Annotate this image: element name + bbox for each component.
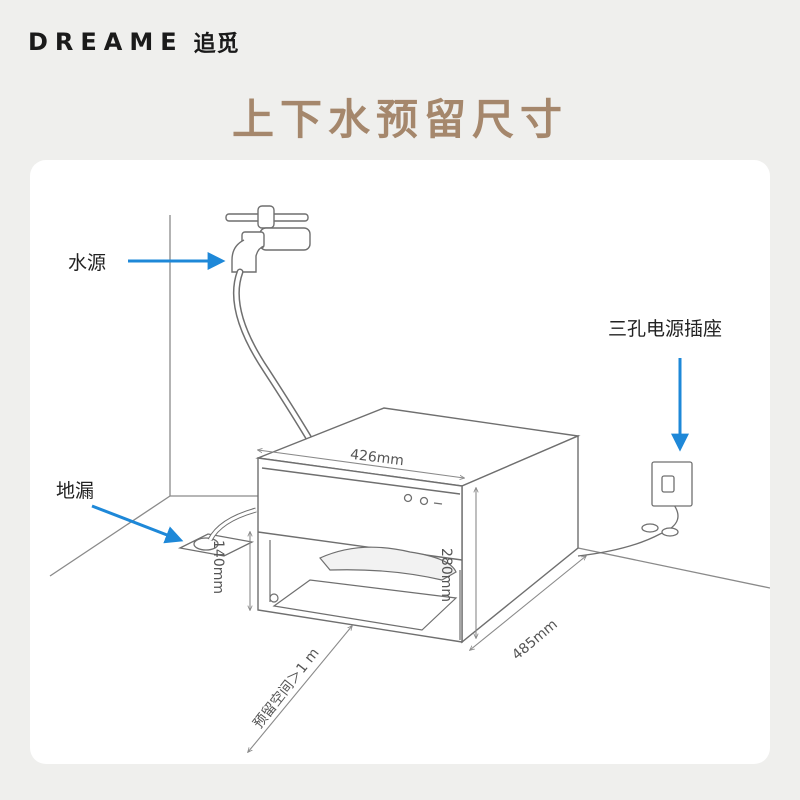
- brand-name-cn: 追觅: [193, 32, 240, 57]
- floor-drain-label: 地漏: [56, 480, 95, 502]
- brand-logo: DREAME 追觅: [28, 26, 240, 58]
- dimension-lines: [248, 450, 586, 752]
- floor-drain-arrow-icon: [91, 504, 184, 544]
- height-dimension: 280mm: [438, 548, 454, 602]
- power-cord: [577, 499, 679, 557]
- socket-label: 三孔电源插座: [608, 318, 723, 340]
- page-title: 上下水预留尺寸: [231, 95, 568, 144]
- drawer-height-dimension: 140mm: [210, 540, 226, 594]
- control-panel: [403, 493, 443, 506]
- water-source-label: 水源: [68, 252, 107, 274]
- installation-diagram: [49, 205, 770, 764]
- open-drawer: [269, 540, 461, 640]
- power-socket-icon: [641, 461, 693, 537]
- faucet-icon: [225, 205, 311, 273]
- brand-name-en: DREAME: [28, 28, 184, 56]
- inlet-hose: [232, 268, 314, 444]
- callout-arrows: [91, 252, 689, 544]
- installation-diagram-card: 水源 地漏 三孔电源插座 426mm 280mm 485mm 140mm 预留空…: [30, 160, 770, 764]
